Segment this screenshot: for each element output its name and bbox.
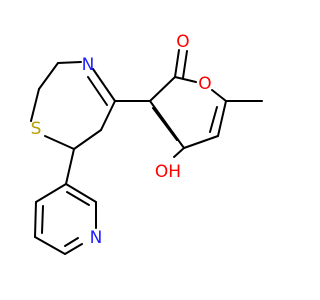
bond-ring-pyridine (65, 148, 75, 185)
bond-c4-oh (173, 147, 185, 158)
bond-s-c-ring (44, 135, 75, 150)
atom-s-ring: S (31, 119, 42, 139)
bonds (30, 49, 263, 255)
bond-py-6 (65, 183, 97, 203)
bond-py-6b (66, 191, 90, 206)
bond-oring-c6 (211, 89, 227, 102)
bond-c2-oring (174, 76, 197, 83)
molecule-structure: N S O O OH N (30, 32, 263, 255)
bond-py-4b (64, 237, 79, 247)
bond-c-c-ring-a (38, 62, 59, 90)
bond-c4-c3-b (152, 107, 178, 141)
bond-c6-c5-b (209, 106, 218, 133)
molecule-diagram: N S O O OH N (30, 32, 263, 255)
bond-py-3 (34, 236, 66, 255)
bond-py-1 (35, 183, 67, 203)
atom-labels: N S O O OH N (31, 32, 212, 248)
atom-o-ring: O (198, 74, 211, 94)
bond-carbonyl-b (182, 50, 188, 79)
atom-oh: OH (155, 162, 181, 182)
bond-c4-c3-a (149, 100, 185, 149)
bond-carbonyl-a (174, 49, 180, 78)
bond-c5-c4 (183, 135, 219, 149)
atom-n-ring: N (82, 55, 95, 75)
bond-c-s-ring (30, 88, 40, 122)
atom-o-carbonyl: O (176, 32, 189, 52)
atom-n-pyridine: N (90, 228, 103, 248)
bond-n-c-ring (57, 61, 82, 64)
bond-py-4 (64, 243, 83, 255)
bond-c6-c5-a (217, 100, 227, 137)
bond-c-n-double-a (92, 68, 116, 102)
bond-py-2b (41, 205, 44, 234)
bond-py-2 (34, 201, 37, 238)
bond-c3-c2 (149, 76, 176, 102)
bond-c-c-ring-b (73, 129, 102, 150)
bond-c-c-ring-c (100, 100, 116, 131)
bond-c-n-double-b (87, 76, 108, 106)
